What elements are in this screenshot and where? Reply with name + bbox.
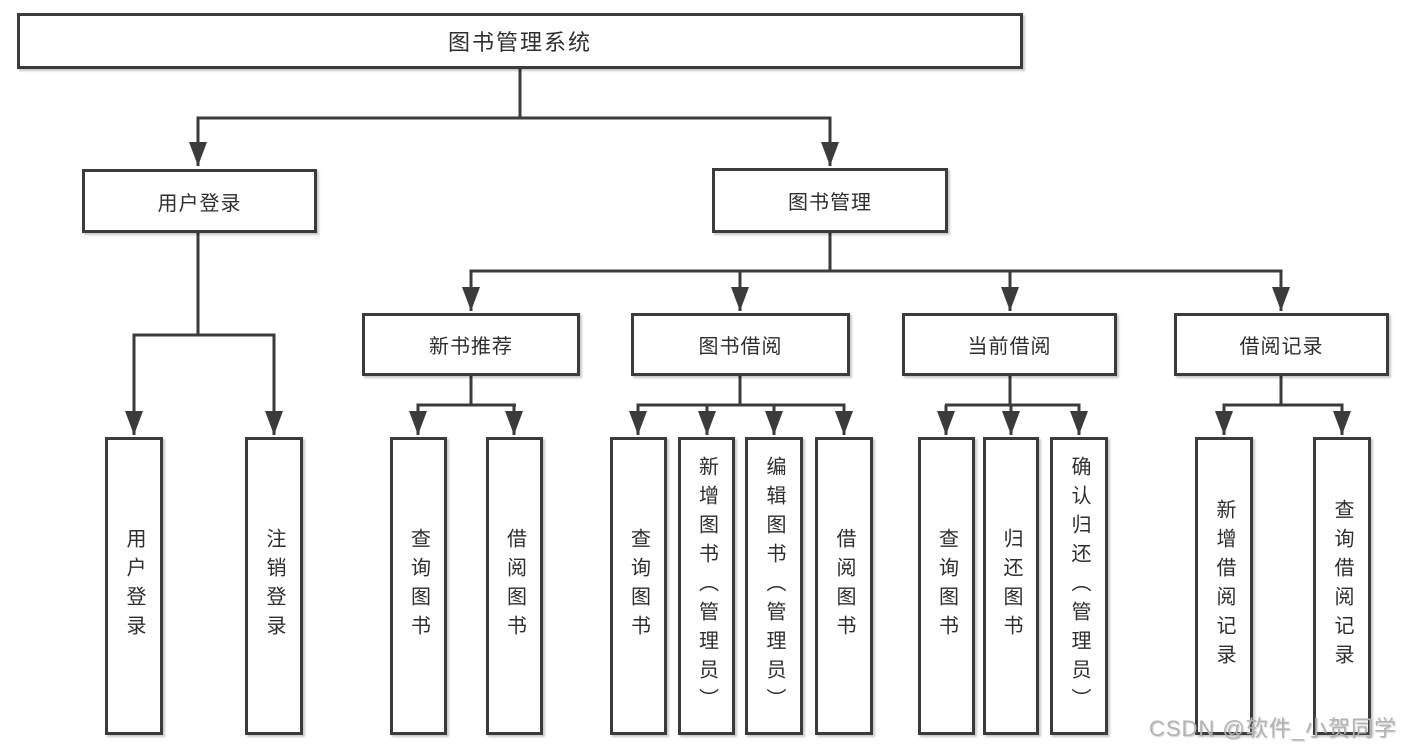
leaf-user-login: 用户登录 (105, 437, 163, 735)
leaf-recommend-borrow-books: 借阅图书 (486, 437, 543, 735)
node-label: 查询借阅记录 (1331, 499, 1353, 673)
node-new-book-recommend: 新书推荐 (362, 313, 580, 376)
node-label: 借阅图书 (833, 528, 855, 644)
leaf-recommend-query-books: 查询图书 (390, 437, 447, 735)
leaf-borrowing-borrow-books: 借阅图书 (815, 437, 873, 735)
leaf-logout: 注销登录 (245, 437, 303, 735)
node-label: 图书管理系统 (447, 30, 592, 55)
node-label: 查询图书 (407, 528, 430, 644)
node-label: 归还图书 (1000, 528, 1022, 644)
node-book-management: 图书管理 (712, 168, 948, 233)
node-label: 当前借阅 (967, 336, 1052, 358)
node-label: 图书管理 (788, 192, 872, 214)
node-label: 新增图书（管理员） (695, 455, 718, 717)
node-label: 查询图书 (627, 528, 650, 644)
node-user-login: 用户登录 (82, 169, 317, 233)
node-label: 借阅记录 (1239, 336, 1324, 358)
node-label: 新书推荐 (429, 336, 513, 358)
leaf-borrowing-edit-books-admin: 编辑图书（管理员） (745, 437, 803, 735)
node-label: 编辑图书（管理员） (763, 455, 785, 717)
node-label: 确认归还（管理员） (1068, 455, 1090, 717)
node-current-borrowing: 当前借阅 (902, 313, 1117, 376)
csdn-watermark: CSDN @软件_小贺同学 (1148, 716, 1397, 741)
node-label: 查询图书 (935, 528, 958, 644)
leaf-borrowing-query-books: 查询图书 (610, 437, 667, 735)
node-label: 图书借阅 (698, 336, 783, 358)
node-borrowing-records: 借阅记录 (1174, 313, 1389, 376)
node-label: 新增借阅记录 (1213, 499, 1235, 673)
node-label: 用户登录 (157, 192, 242, 215)
leaf-current-query-books: 查询图书 (918, 437, 975, 735)
node-library-management-system: 图书管理系统 (17, 13, 1023, 69)
node-label: 借阅图书 (503, 528, 526, 644)
leaf-records-query-record: 查询借阅记录 (1313, 437, 1371, 735)
leaf-current-confirm-return-admin: 确认归还（管理员） (1050, 437, 1108, 735)
leaf-records-add-record: 新增借阅记录 (1195, 437, 1253, 735)
node-label: 用户登录 (123, 528, 145, 644)
node-book-borrowing: 图书借阅 (631, 313, 850, 376)
leaf-current-return-books: 归还图书 (983, 437, 1039, 735)
leaf-borrowing-add-books-admin: 新增图书（管理员） (678, 437, 735, 735)
node-label: 注销登录 (263, 528, 285, 644)
